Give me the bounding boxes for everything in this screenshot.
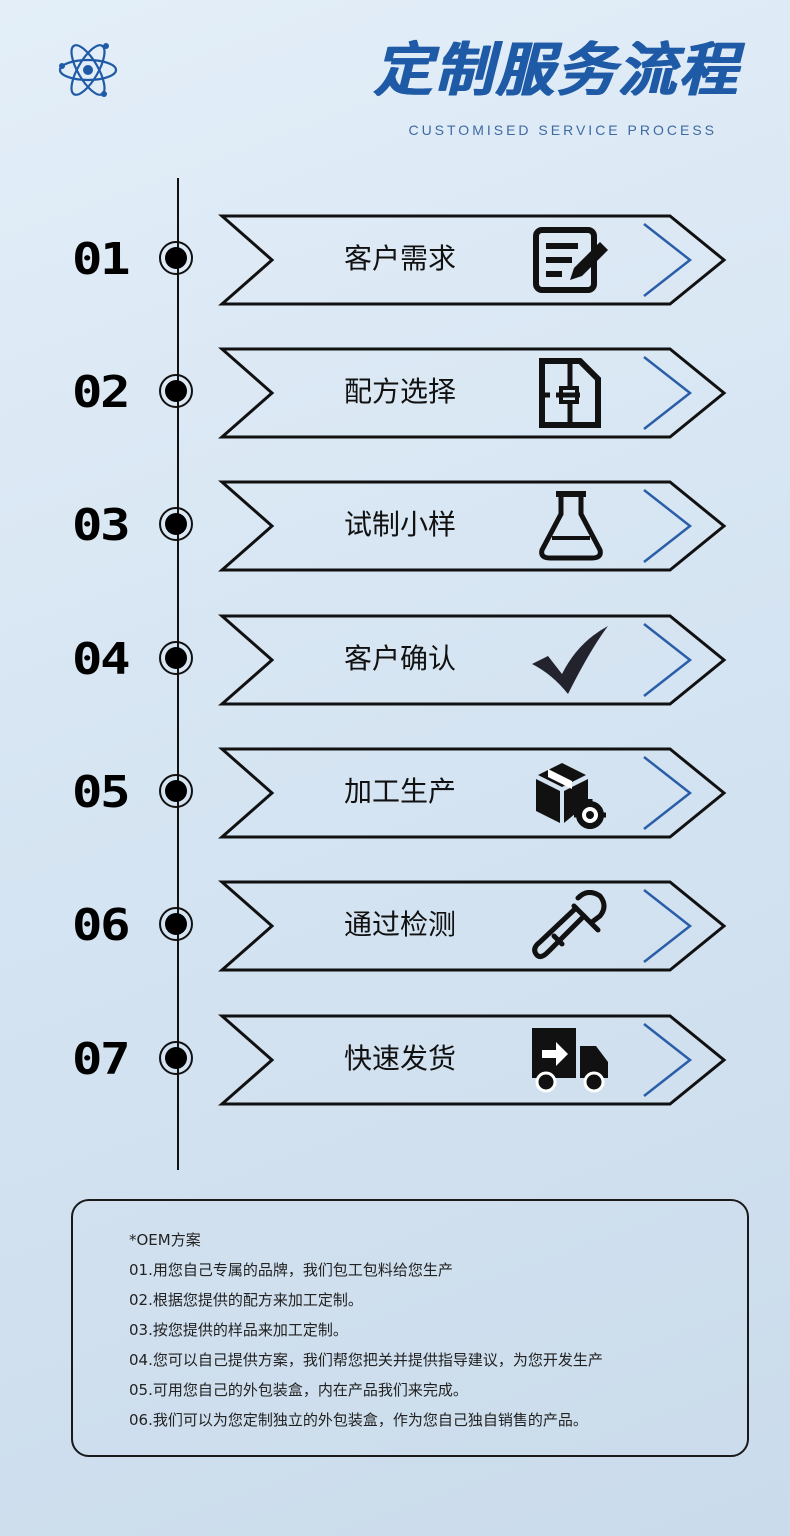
- timeline-dot: [159, 1041, 193, 1075]
- oem-notes-box: *OEM方案 01.用您自己专属的品牌，我们包工包料给您生产 02.根据您提供的…: [71, 1199, 749, 1457]
- process-step: 07 快速发货: [0, 1012, 790, 1108]
- timeline-dot: [159, 907, 193, 941]
- step-number: 04: [72, 634, 131, 685]
- process-step: 06 通过检测: [0, 878, 790, 974]
- process-step: 04 客户确认: [0, 612, 790, 708]
- note-line-5: 05.可用您自己的外包装盒，内在产品我们来完成。: [129, 1381, 468, 1399]
- page-title: 定制服务流程: [373, 36, 740, 104]
- chevron-right-icon: [643, 1023, 693, 1097]
- process-step: 01 客户需求: [0, 212, 790, 308]
- delivery-truck-icon: [528, 1024, 612, 1096]
- step-arrow-banner: [218, 480, 727, 572]
- note-line-1: 01.用您自己专属的品牌，我们包工包料给您生产: [129, 1261, 453, 1279]
- timeline-dot: [159, 641, 193, 675]
- edit-document-icon: [528, 224, 612, 296]
- page-subtitle: CUSTOMISED SERVICE PROCESS: [408, 122, 717, 138]
- step-label: 快速发货: [343, 1042, 456, 1075]
- step-number: 02: [72, 367, 131, 418]
- note-line-4: 04.您可以自己提供方案，我们帮您把关并提供指导建议，为您开发生产: [129, 1351, 603, 1369]
- timeline-dot: [159, 374, 193, 408]
- chevron-right-icon: [643, 756, 693, 830]
- process-step: 02 配方选择: [0, 345, 790, 441]
- chevron-right-icon: [643, 889, 693, 963]
- step-arrow-banner: [218, 347, 727, 439]
- note-line-3: 03.按您提供的样品来加工定制。: [129, 1321, 348, 1339]
- timeline-dot: [159, 507, 193, 541]
- step-arrow-banner: [218, 1014, 727, 1106]
- chevron-right-icon: [643, 489, 693, 563]
- note-line-6: 06.我们可以为您定制独立的外包装盒，作为您自己独自销售的产品。: [129, 1411, 588, 1429]
- step-number: 06: [72, 900, 131, 951]
- step-arrow-banner: [218, 880, 727, 972]
- step-label: 客户确认: [343, 642, 456, 675]
- step-label: 通过检测: [343, 908, 456, 941]
- timeline-dot: [159, 241, 193, 275]
- atom-icon: [58, 43, 118, 97]
- step-number: 01: [72, 234, 131, 285]
- step-label: 试制小样: [343, 508, 456, 541]
- step-number: 03: [72, 500, 131, 551]
- dropper-icon: [528, 890, 612, 962]
- step-arrow-banner: [218, 747, 727, 839]
- step-label: 配方选择: [343, 375, 456, 408]
- step-label: 加工生产: [343, 775, 456, 808]
- flask-icon: [528, 490, 612, 562]
- checkmark-icon: [528, 624, 612, 696]
- step-label: 客户需求: [343, 242, 456, 275]
- chevron-right-icon: [643, 356, 693, 430]
- step-arrow-banner: [218, 614, 727, 706]
- floor-plan-icon: [528, 357, 612, 429]
- notes-title: *OEM方案: [129, 1231, 201, 1249]
- process-step: 05 加工生产: [0, 745, 790, 841]
- chevron-right-icon: [643, 623, 693, 697]
- process-step: 03 试制小样: [0, 478, 790, 574]
- box-gear-icon: [528, 757, 612, 831]
- step-arrow-banner: [218, 214, 727, 306]
- note-line-2: 02.根据您提供的配方来加工定制。: [129, 1291, 363, 1309]
- step-number: 07: [72, 1034, 131, 1085]
- chevron-right-icon: [643, 223, 693, 297]
- timeline-dot: [159, 774, 193, 808]
- step-number: 05: [72, 767, 131, 818]
